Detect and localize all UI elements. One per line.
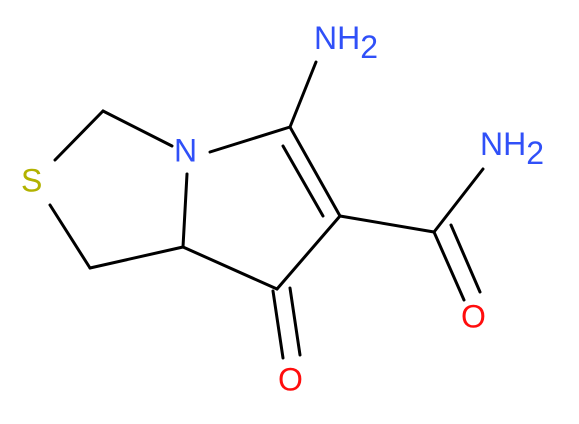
bond-camide-o-double (449, 223, 482, 294)
bond-c6-camide (338, 214, 436, 234)
bond-camide-nh2 (432, 167, 485, 234)
atom-label-amino: NH2 (314, 20, 378, 65)
bond-c6-c7 (275, 214, 342, 291)
bond-c5-c6-double (281, 144, 325, 218)
bond-ch2-ch (88, 245, 185, 270)
atom-labels: NH2 NH2 N S O O (21, 20, 544, 397)
bond-s-ch2 (48, 203, 92, 270)
atom-label-amide-o: O (461, 298, 486, 334)
bond-ch2-s (53, 109, 105, 162)
atom-label-ketone-o: O (278, 361, 303, 397)
bond-c5-nh2 (288, 60, 318, 129)
bond-lines (48, 60, 485, 360)
bond-ch-n (181, 172, 189, 249)
bond-c7-ch (181, 245, 279, 291)
atom-label-amide-n: NH2 (480, 126, 544, 171)
bond-ch2-n (101, 109, 174, 148)
atom-label-s: S (21, 162, 42, 198)
bond-n-c5 (208, 125, 292, 154)
atom-label-ring-n: N (174, 132, 197, 168)
bond-camide-o (432, 230, 466, 302)
bond-c7-o-double (288, 286, 302, 357)
bond-c5-c6 (288, 125, 342, 218)
bond-c7-o (271, 289, 285, 360)
